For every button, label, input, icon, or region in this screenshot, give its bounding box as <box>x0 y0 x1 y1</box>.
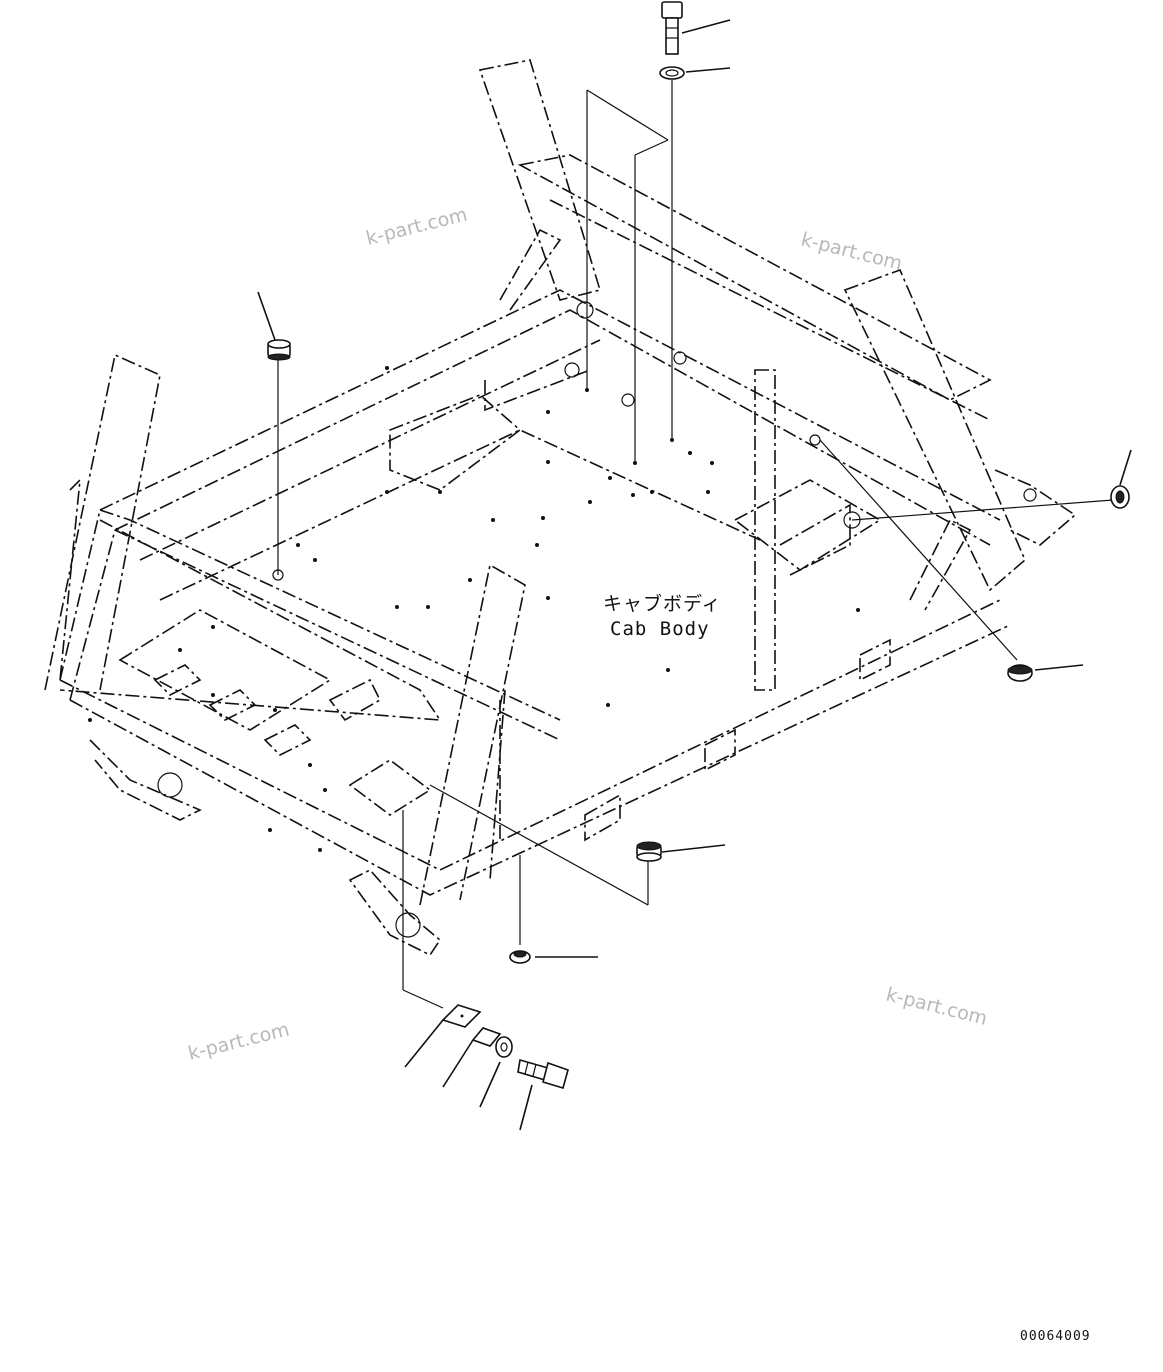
mount-rubber-left-icon <box>267 339 291 361</box>
bolt-top-icon <box>661 1 683 55</box>
leader-lines <box>257 19 1132 1131</box>
watermark: k-part.com <box>799 229 905 275</box>
washer-bottom-icon <box>495 1036 513 1058</box>
cab-body-frame <box>44 59 1077 957</box>
shim-plate-1-icon <box>441 1004 482 1028</box>
cap-right-icon <box>1007 664 1033 682</box>
washer-right-icon <box>1110 485 1130 509</box>
watermark: k-part.com <box>884 984 990 1030</box>
watermark: k-part.com <box>364 203 470 249</box>
cab-body-label-jp: キャブボディ <box>603 592 722 615</box>
floor-holes <box>88 366 860 852</box>
mount-rubber-front-icon <box>636 841 662 862</box>
watermark: k-part.com <box>186 1018 292 1064</box>
washer-top-icon <box>659 66 685 80</box>
nut-front-icon <box>509 950 531 964</box>
drawing-number: 00064009 <box>1020 1329 1091 1344</box>
shim-plate-2-icon <box>471 1027 502 1047</box>
bolt-bottom-icon <box>517 1058 569 1090</box>
cab-body-label-en: Cab Body <box>610 618 710 640</box>
